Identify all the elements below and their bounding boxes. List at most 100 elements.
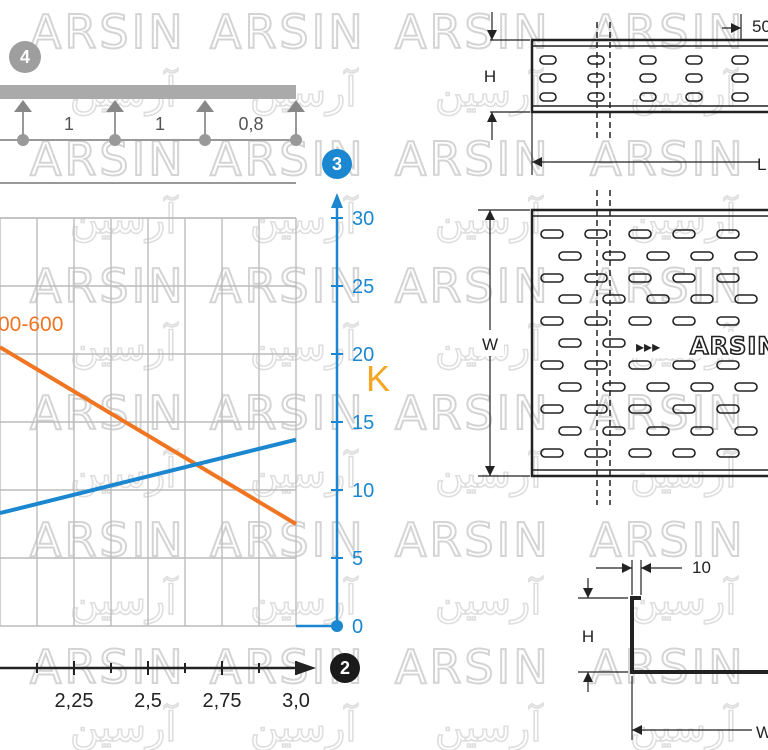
y-tick-label: 30 <box>352 208 374 230</box>
tray-slot <box>602 294 626 304</box>
svg-text:آرسین: آرسین <box>250 703 358 750</box>
tray-slot <box>602 382 626 392</box>
tray-slot <box>584 273 608 283</box>
series-line-blue <box>0 437 297 516</box>
tray-slot <box>584 316 608 326</box>
watermark-tile: ARSIN آرسین <box>589 639 746 750</box>
span-supports <box>14 100 305 112</box>
tray-slot <box>685 73 703 83</box>
tray-slot <box>602 426 626 436</box>
tray-slot <box>685 92 703 102</box>
tray-slot <box>639 55 657 65</box>
tray-slot <box>628 229 652 239</box>
tray-slot <box>584 229 608 239</box>
span-beam <box>0 85 296 99</box>
tray-slot <box>558 294 582 304</box>
right-axis-marker-text: 3 <box>332 154 342 174</box>
tray-slot <box>731 73 749 83</box>
svg-text:آرسین: آرسین <box>250 322 358 370</box>
y-axis-arrow <box>331 193 343 208</box>
support-triangle <box>196 100 214 112</box>
dim-50-label: 50 <box>752 17 768 36</box>
svg-text:ARSIN: ARSIN <box>590 259 746 313</box>
span-label-3: 0,8 <box>238 114 263 134</box>
watermark-tile: ARSIN آرسین <box>589 131 746 244</box>
y-tick-label: 20 <box>352 344 374 366</box>
svg-text:آرسین: آرسین <box>630 195 738 243</box>
tray-slot <box>672 360 696 370</box>
svg-text:ARSIN: ARSIN <box>590 640 746 694</box>
svg-text:آرسین: آرسین <box>630 703 738 750</box>
svg-text:آرسین: آرسین <box>70 576 178 624</box>
x-axis-marker-text: 2 <box>340 658 350 678</box>
tray-slot <box>672 273 696 283</box>
dim-w2-label: W <box>756 723 768 742</box>
span-label-1: 1 <box>64 114 74 134</box>
tray-slot <box>734 294 758 304</box>
chart-grid <box>0 217 297 627</box>
tray-slot <box>716 360 740 370</box>
dim-w-label: W <box>482 335 498 354</box>
right-axis-marker-badge <box>322 149 352 179</box>
x-tick-label: 2,75 <box>203 690 242 712</box>
tray-slot <box>587 73 605 83</box>
tray-slot <box>672 404 696 414</box>
support-triangle <box>287 100 305 112</box>
tray-slot <box>540 316 564 326</box>
tray-slot <box>584 448 608 458</box>
dim-l-label: L <box>757 155 766 174</box>
x-axis-arrow <box>296 661 316 675</box>
tray-slot <box>587 92 605 102</box>
tray-slot <box>628 360 652 370</box>
logo-text: ARSIN <box>690 332 768 360</box>
svg-text:آرسین: آرسین <box>70 322 178 370</box>
svg-text:آرسین: آرسین <box>250 576 358 624</box>
cable-tray-drawing: H 50 L W <box>476 12 768 742</box>
top-slots <box>540 229 758 458</box>
tray-slot <box>540 448 564 458</box>
tray-slot <box>690 294 714 304</box>
tray-slot <box>558 251 582 261</box>
tray-slot <box>672 316 696 326</box>
series-line-orange <box>0 345 298 526</box>
dim-h-label: H <box>484 67 496 86</box>
tray-slot <box>540 360 564 370</box>
tray-slot <box>690 382 714 392</box>
chart-series <box>0 345 298 526</box>
tray-slot <box>639 73 657 83</box>
section-view: 10 H W <box>578 558 768 742</box>
tray-slot <box>558 426 582 436</box>
tray-slot <box>734 251 758 261</box>
tray-slot <box>734 426 758 436</box>
x-tick-label: 2,5 <box>134 690 162 712</box>
tray-slot <box>539 55 557 65</box>
svg-text:ARSIN: ARSIN <box>590 132 746 186</box>
x-tick-label: 2,25 <box>55 690 94 712</box>
top-view: W ▸▸▸ ARSIN <box>476 190 768 505</box>
svg-text:آرسین: آرسین <box>630 68 738 116</box>
span-dim-ticks <box>17 112 302 146</box>
section-profile <box>630 596 768 674</box>
svg-text:آرسین: آرسین <box>435 703 543 750</box>
tray-slot <box>646 294 670 304</box>
span-marker-badge <box>9 41 41 73</box>
svg-text:ARSIN: ARSIN <box>395 5 551 59</box>
k-mark: K <box>366 358 390 399</box>
tray-slot <box>672 448 696 458</box>
tray-slot <box>584 360 608 370</box>
tray-slot <box>731 55 749 65</box>
tray-slot <box>540 229 564 239</box>
svg-text:ARSIN: ARSIN <box>395 640 551 694</box>
tray-slot <box>716 448 740 458</box>
svg-text:ARSIN: ARSIN <box>590 5 746 59</box>
dim-h2-label: H <box>582 627 594 646</box>
tray-slot <box>646 251 670 261</box>
